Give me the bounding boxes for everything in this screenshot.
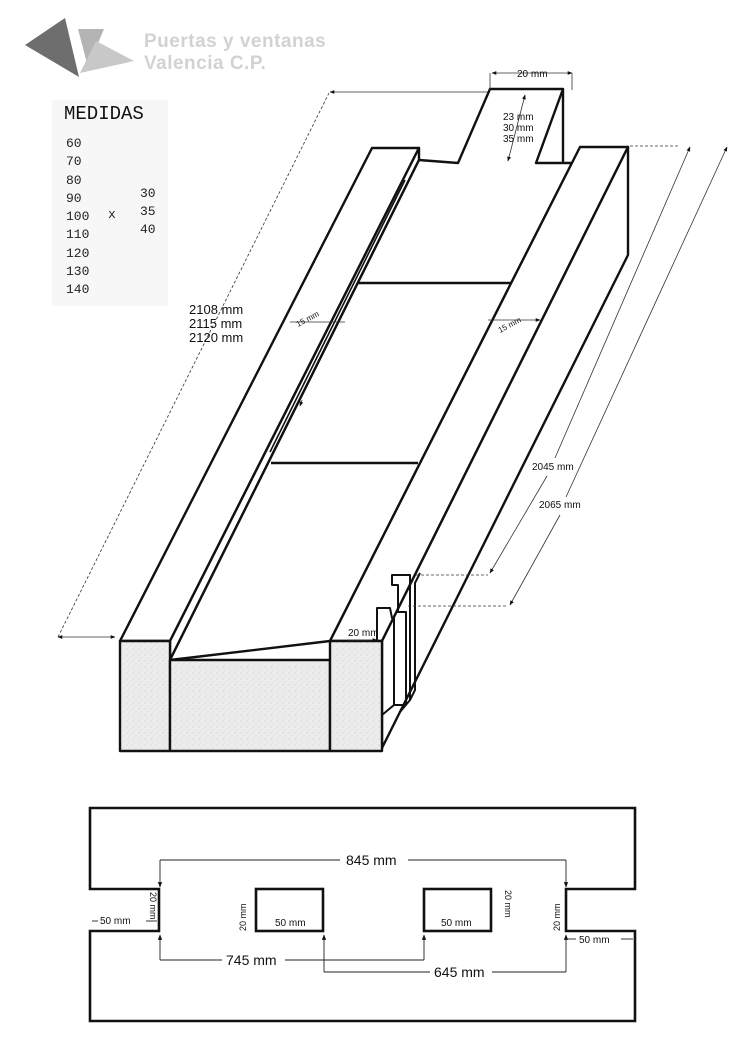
- right-end-face: [328, 639, 384, 753]
- width-item: 100: [66, 209, 90, 225]
- brand-logo-icon: [25, 18, 134, 77]
- length-label-1: 2108 mm: [189, 302, 243, 317]
- width-item: 70: [66, 154, 82, 170]
- width-item: 60: [66, 136, 82, 151]
- isometric-view: [118, 87, 630, 753]
- depth-item: 35: [140, 204, 156, 219]
- inner-groove: [269, 179, 406, 453]
- step-width-label: 20 mm: [348, 628, 379, 639]
- slot-width-right-label: 50 mm: [441, 918, 472, 929]
- width-item: 130: [66, 264, 90, 280]
- width-list: 60 70 80 90 100 110 120 130 140: [66, 135, 89, 300]
- width-item: 90: [66, 190, 82, 206]
- depth-list: 30 35 40: [140, 185, 156, 239]
- notch-width-right-label: 50 mm: [579, 935, 610, 946]
- depth-item: 30: [140, 186, 156, 201]
- inner-length-label-1: 2045 mm: [532, 462, 574, 473]
- cross-section-view: [88, 806, 637, 1023]
- width-item: 110: [66, 227, 90, 243]
- side-step-2: [391, 574, 411, 713]
- slot-width-left-label: 50 mm: [275, 918, 306, 929]
- notch-width-left-label: 50 mm: [100, 916, 131, 927]
- depth-label-1: 23 mm: [503, 112, 534, 123]
- times-symbol: x: [108, 207, 116, 222]
- left-end-face: [118, 639, 172, 753]
- medidas-title: MEDIDAS: [64, 103, 144, 125]
- depth-label-2: 30 mm: [503, 123, 534, 134]
- notch-height-left-label: 20 mm: [148, 892, 158, 920]
- section-labels: 845 mm 745 mm 645 mm 50 mm 50 mm 50 mm 5…: [100, 852, 610, 980]
- bottom-end-face: [168, 658, 332, 753]
- side-step-1: [376, 607, 395, 748]
- span-right-label: 645 mm: [434, 964, 485, 980]
- section-slot-right: [422, 887, 493, 933]
- brand-name-line1: Puertas y ventanas: [144, 31, 327, 52]
- brand-name-line2: Valencia C.P.: [144, 53, 267, 74]
- width-item: 80: [66, 172, 82, 188]
- width-item: 140: [66, 282, 90, 298]
- medidas-panel: MEDIDAS 60 70 80 90 100 110 120 130 140 …: [52, 100, 168, 306]
- inner-length-label-2: 2065 mm: [539, 500, 581, 511]
- length-label-2: 2115 mm: [189, 316, 242, 331]
- section-dimensions: [92, 859, 633, 973]
- length-label-3: 2120 mm: [189, 330, 243, 345]
- side-step-3: [409, 572, 421, 701]
- slot-height-left-label: 20 mm: [238, 903, 248, 931]
- span-left-label: 745 mm: [226, 952, 277, 968]
- overall-label: 845 mm: [346, 852, 397, 868]
- top-width-label: 20 mm: [517, 69, 548, 80]
- depth-item: 40: [140, 222, 156, 237]
- section-slot-left: [254, 887, 325, 933]
- width-item: 120: [66, 245, 90, 261]
- isometric-dimensions: [57, 71, 728, 642]
- notch-height-right-label: 20 mm: [552, 903, 562, 931]
- section-outline: [88, 806, 637, 1023]
- depth-label-3: 35 mm: [503, 134, 534, 145]
- slot-height-right-label: 20 mm: [503, 890, 513, 918]
